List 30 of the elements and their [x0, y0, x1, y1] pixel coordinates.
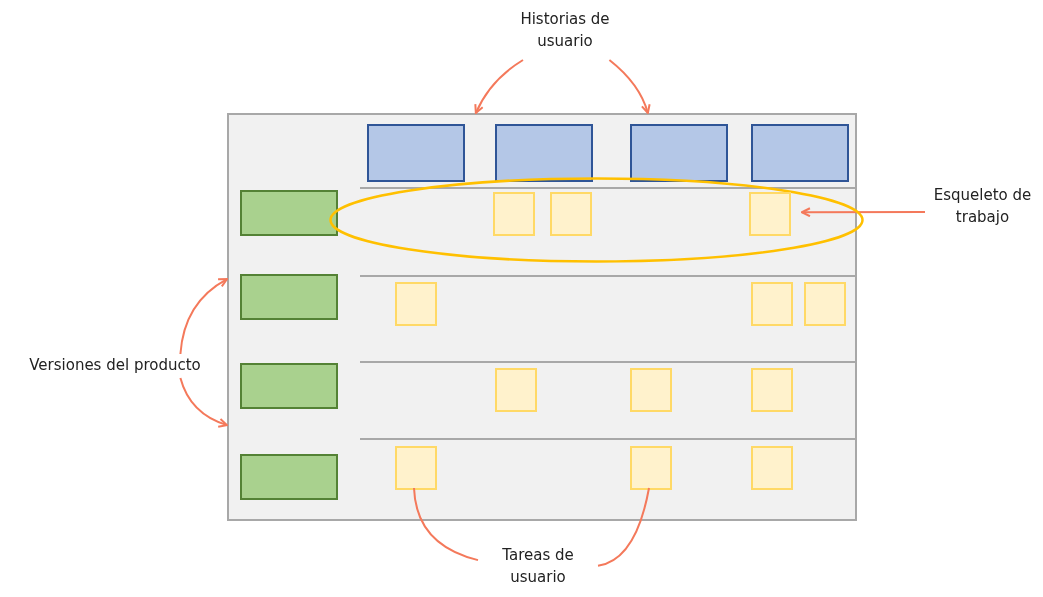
story-card: [630, 124, 728, 182]
task-card: [550, 192, 592, 236]
task-card: [804, 282, 846, 326]
story-card: [367, 124, 465, 182]
callout-label: Tareas de usuario: [478, 544, 598, 596]
arrow: [179, 377, 228, 428]
arrow: [474, 59, 524, 114]
release-box: [240, 363, 338, 409]
task-card: [751, 368, 793, 412]
callout-label: Versiones del producto: [6, 354, 224, 378]
story-card: [495, 124, 593, 182]
callout-label: Historias de usuario: [505, 8, 625, 60]
task-card: [395, 446, 437, 490]
release-box: [240, 274, 338, 320]
task-card: [630, 368, 672, 412]
arrow: [608, 59, 651, 114]
callout-label: Esqueleto de trabajo: [925, 184, 1040, 236]
task-card: [751, 446, 793, 490]
release-box: [240, 454, 338, 500]
task-card: [495, 368, 537, 412]
arrow: [800, 207, 926, 218]
task-card: [630, 446, 672, 490]
story-card: [751, 124, 849, 182]
task-card: [493, 192, 535, 236]
board-panel: [227, 113, 857, 521]
task-card: [751, 282, 793, 326]
arrow: [179, 278, 228, 355]
task-card: [395, 282, 437, 326]
release-box: [240, 190, 338, 236]
task-card: [749, 192, 791, 236]
